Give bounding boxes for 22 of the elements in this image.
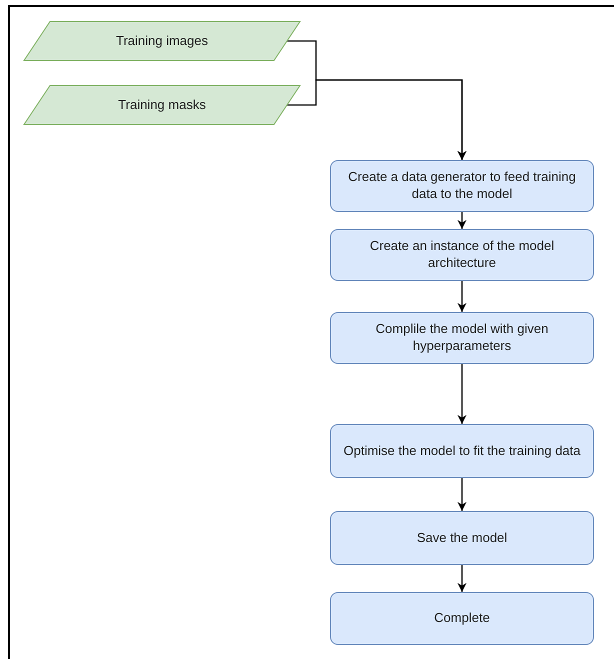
node-label: Save the model [416,530,508,546]
process-box [330,424,594,478]
process-box [330,511,594,565]
node-label: Create an instance of the model architecture [368,238,556,272]
data-parallelogram [24,85,300,125]
arrow [457,477,467,511]
arrow [457,211,467,229]
arrow [457,280,467,312]
process-box [330,160,594,212]
process-box [330,312,594,364]
arrow [287,79,467,160]
process-box [330,592,594,645]
process-box [330,229,594,281]
node-label: Training images [114,32,209,50]
arrow [457,564,467,592]
data-parallelogram [24,21,300,61]
node-label: Training masks [117,96,207,114]
arrow [457,363,467,424]
node-label: Complile the model with given hyperparameters [374,321,550,355]
node-label: Complete [434,610,490,627]
node-label: Create a data generator to feed training data to the model [347,169,577,203]
node-label: Optimise the model to fit the training data [343,442,580,460]
